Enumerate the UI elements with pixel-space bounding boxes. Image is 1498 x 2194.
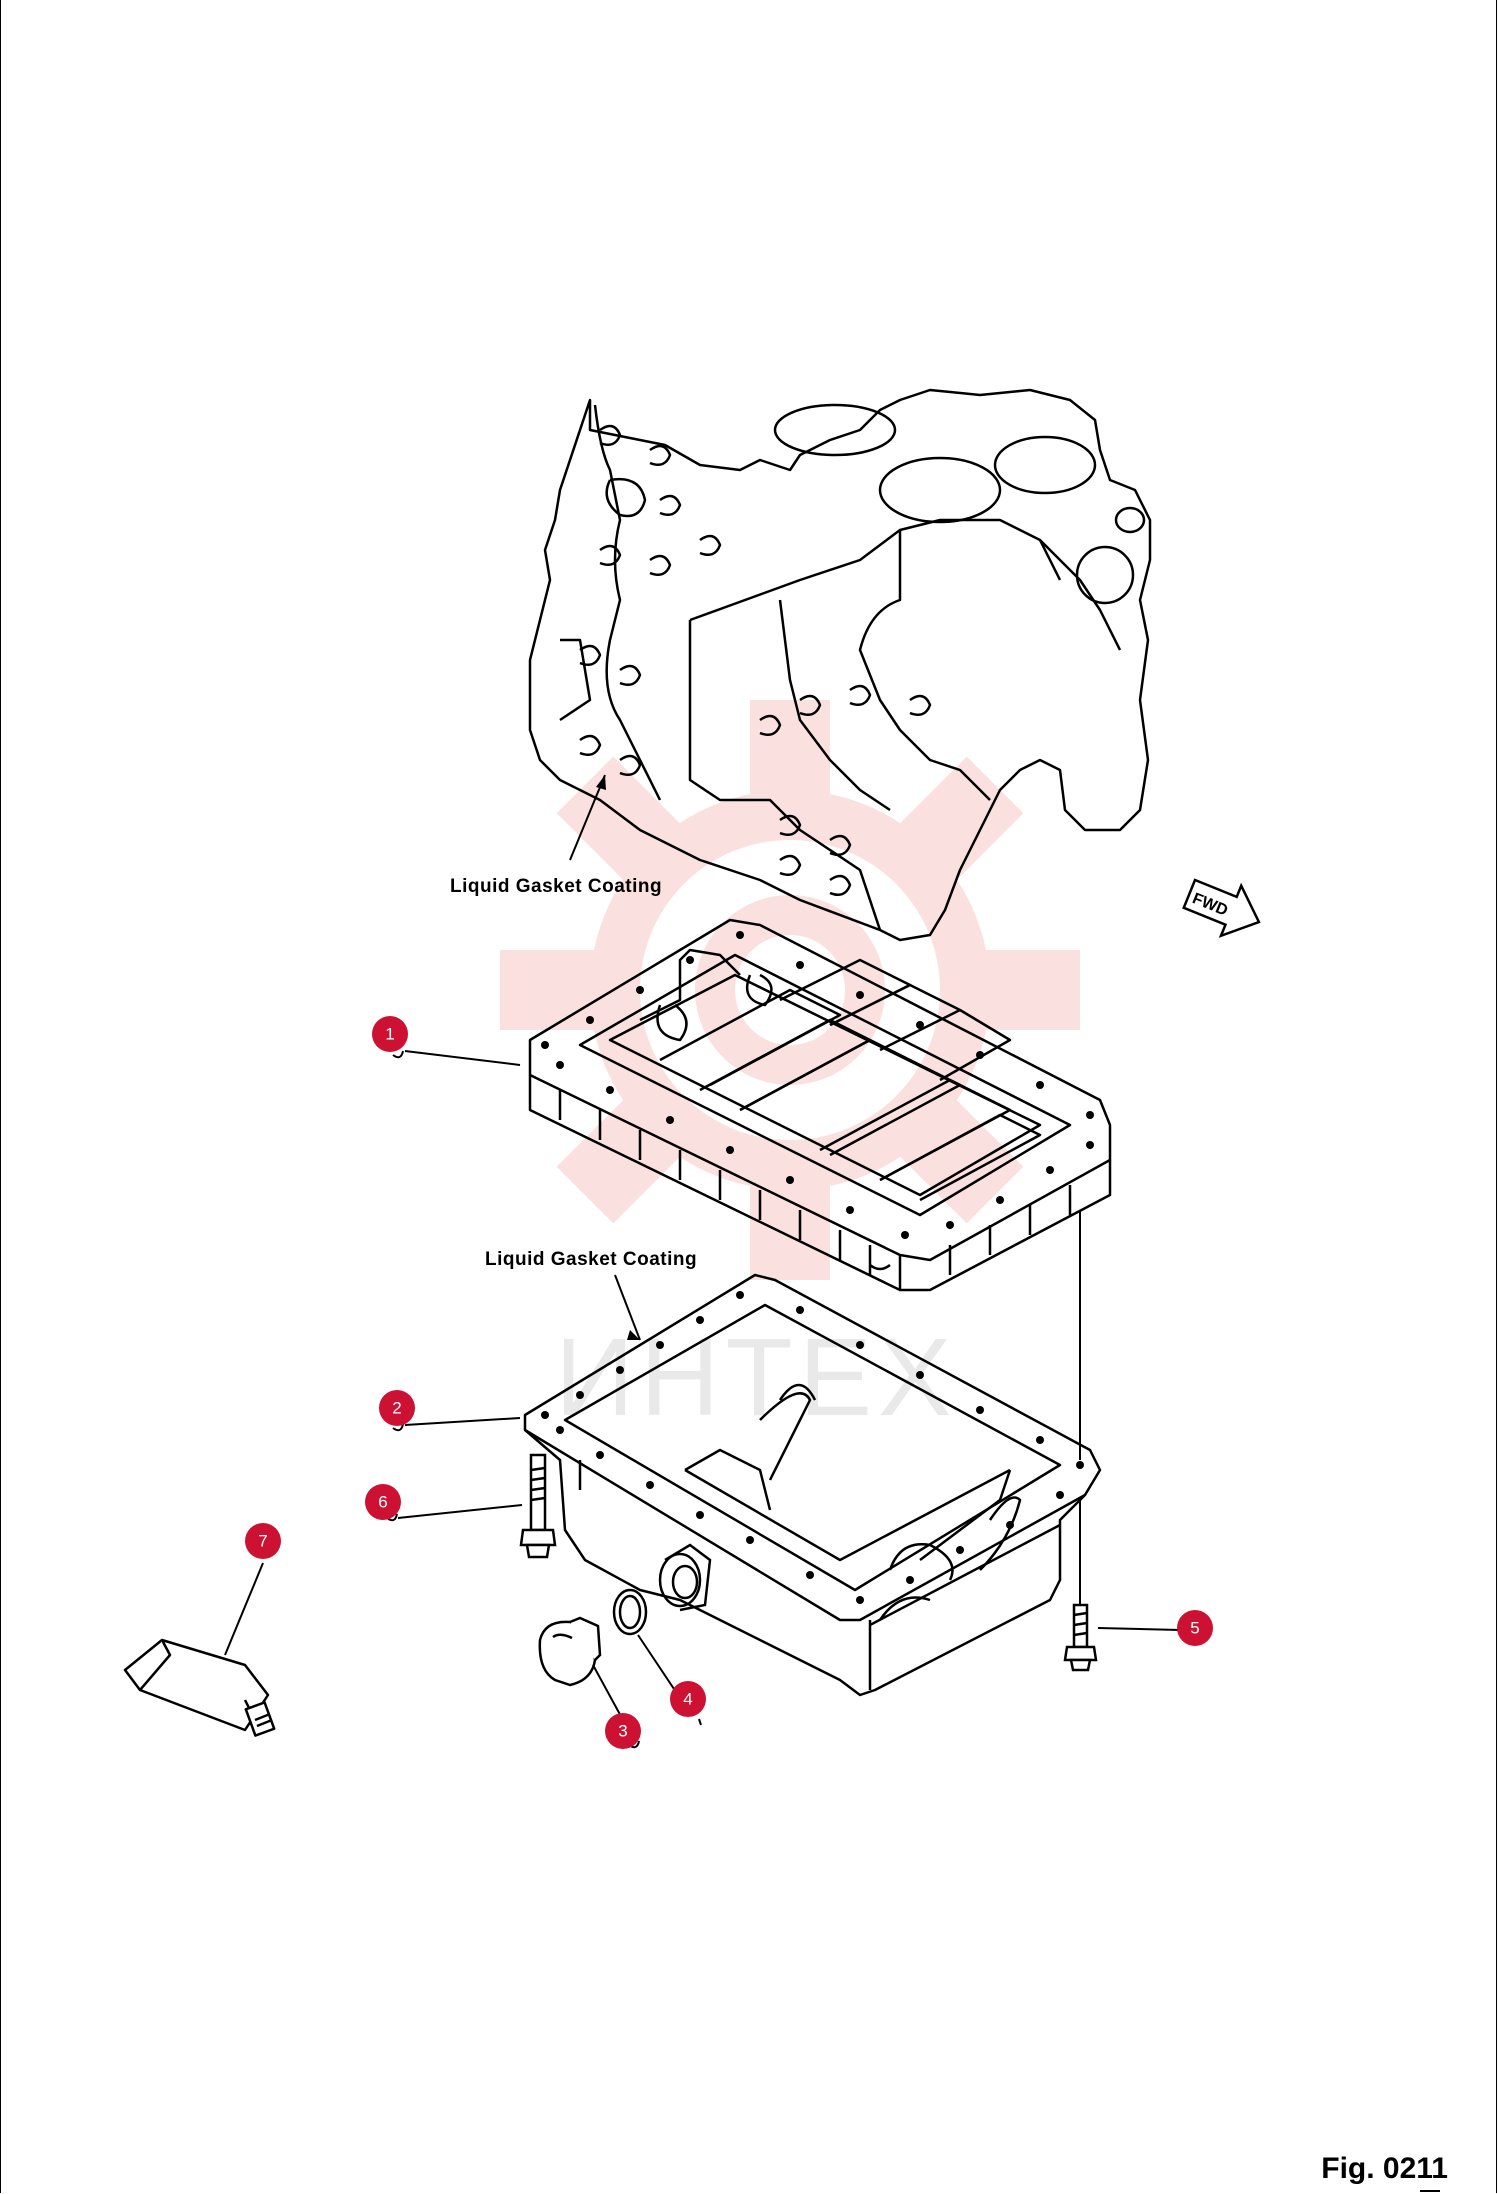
oil-pan-lower xyxy=(523,1273,1102,1697)
arrowhead-gasket-lower xyxy=(627,1330,640,1340)
label-liquid-gasket-lower: Liquid Gasket Coating xyxy=(485,1249,697,1270)
leader-gasket-upper xyxy=(569,774,606,861)
bolt-right xyxy=(1063,1603,1098,1672)
figure-number: Fig. 0211 xyxy=(1321,2152,1448,2185)
bolt-left xyxy=(519,1453,557,1559)
fwd-arrow: FWD xyxy=(1182,878,1261,938)
callout-5-number: 5 xyxy=(1190,1619,1199,1638)
oil-pan-upper xyxy=(528,918,1112,1292)
callout-6[interactable]: 6 xyxy=(365,1484,401,1520)
label-liquid-gasket-upper: Liquid Gasket Coating xyxy=(450,876,662,897)
callout-7-number: 7 xyxy=(258,1532,267,1551)
oil-pan-lower-bolt-holes xyxy=(541,1291,1084,1604)
callout-1-number: 1 xyxy=(385,1025,394,1044)
callout-4-number: 4 xyxy=(683,1690,692,1709)
callout-1[interactable]: 1 xyxy=(372,1016,408,1052)
callout-3[interactable]: 3 xyxy=(605,1713,641,1749)
callout-2-number: 2 xyxy=(392,1399,401,1418)
liquid-gasket-tube xyxy=(123,1638,276,1737)
engine-block xyxy=(528,388,1152,942)
callout-3-number: 3 xyxy=(618,1722,627,1741)
arrowhead-gasket-upper xyxy=(596,775,606,790)
leader-gasket-lower xyxy=(614,1274,641,1341)
watermark-text: ИНТЕХ xyxy=(555,1316,957,1439)
callout-2[interactable]: 2 xyxy=(379,1390,415,1426)
callout-7[interactable]: 7 xyxy=(245,1523,281,1559)
callout-4[interactable]: 4 xyxy=(670,1681,706,1717)
callout-leaders xyxy=(224,1050,1181,1749)
drain-plug xyxy=(538,1616,602,1687)
drain-boss xyxy=(658,1543,712,1612)
oil-pan-upper-bolt-holes xyxy=(541,931,1094,1239)
callout-6-number: 6 xyxy=(378,1493,387,1512)
callout-5[interactable]: 5 xyxy=(1177,1610,1213,1646)
gasket-ring xyxy=(612,1588,648,1636)
watermark: ИНТЕХ xyxy=(500,700,1080,1439)
